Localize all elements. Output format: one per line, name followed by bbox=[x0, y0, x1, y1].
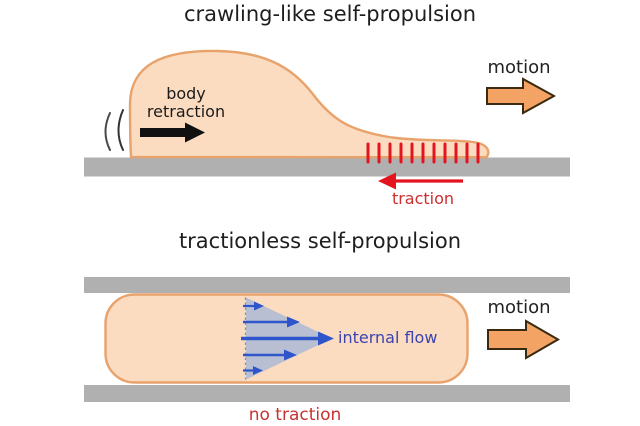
traction-arrow-icon bbox=[378, 172, 463, 190]
internal-flow-label: internal flow bbox=[338, 328, 438, 347]
channel-wall-top bbox=[84, 277, 570, 293]
traction-label: traction bbox=[391, 189, 455, 208]
motion-arrow-top-icon bbox=[486, 77, 557, 115]
internal-flow-arrows-icon bbox=[241, 301, 334, 375]
traction-stress-ticks-icon bbox=[366, 142, 480, 164]
body-retraction-arrow-icon bbox=[140, 122, 205, 143]
retraction-vibration-arc-outer-icon bbox=[104, 112, 111, 151]
substrate-bar-top-panel bbox=[84, 157, 570, 177]
no-traction-label: no traction bbox=[248, 405, 342, 425]
bottom-panel-title: tractionless self-propulsion bbox=[178, 229, 462, 253]
retraction-vibration-arc-inner-icon bbox=[117, 109, 124, 151]
motion-arrow-bottom-icon bbox=[487, 319, 560, 360]
top-panel-title: crawling-like self-propulsion bbox=[183, 2, 477, 26]
motion-label-top: motion bbox=[487, 57, 551, 78]
crawling-cell-shape bbox=[128, 49, 490, 159]
channel-wall-bottom bbox=[84, 385, 570, 402]
motion-label-bottom: motion bbox=[487, 297, 551, 318]
body-retraction-label: body retraction bbox=[146, 84, 226, 121]
